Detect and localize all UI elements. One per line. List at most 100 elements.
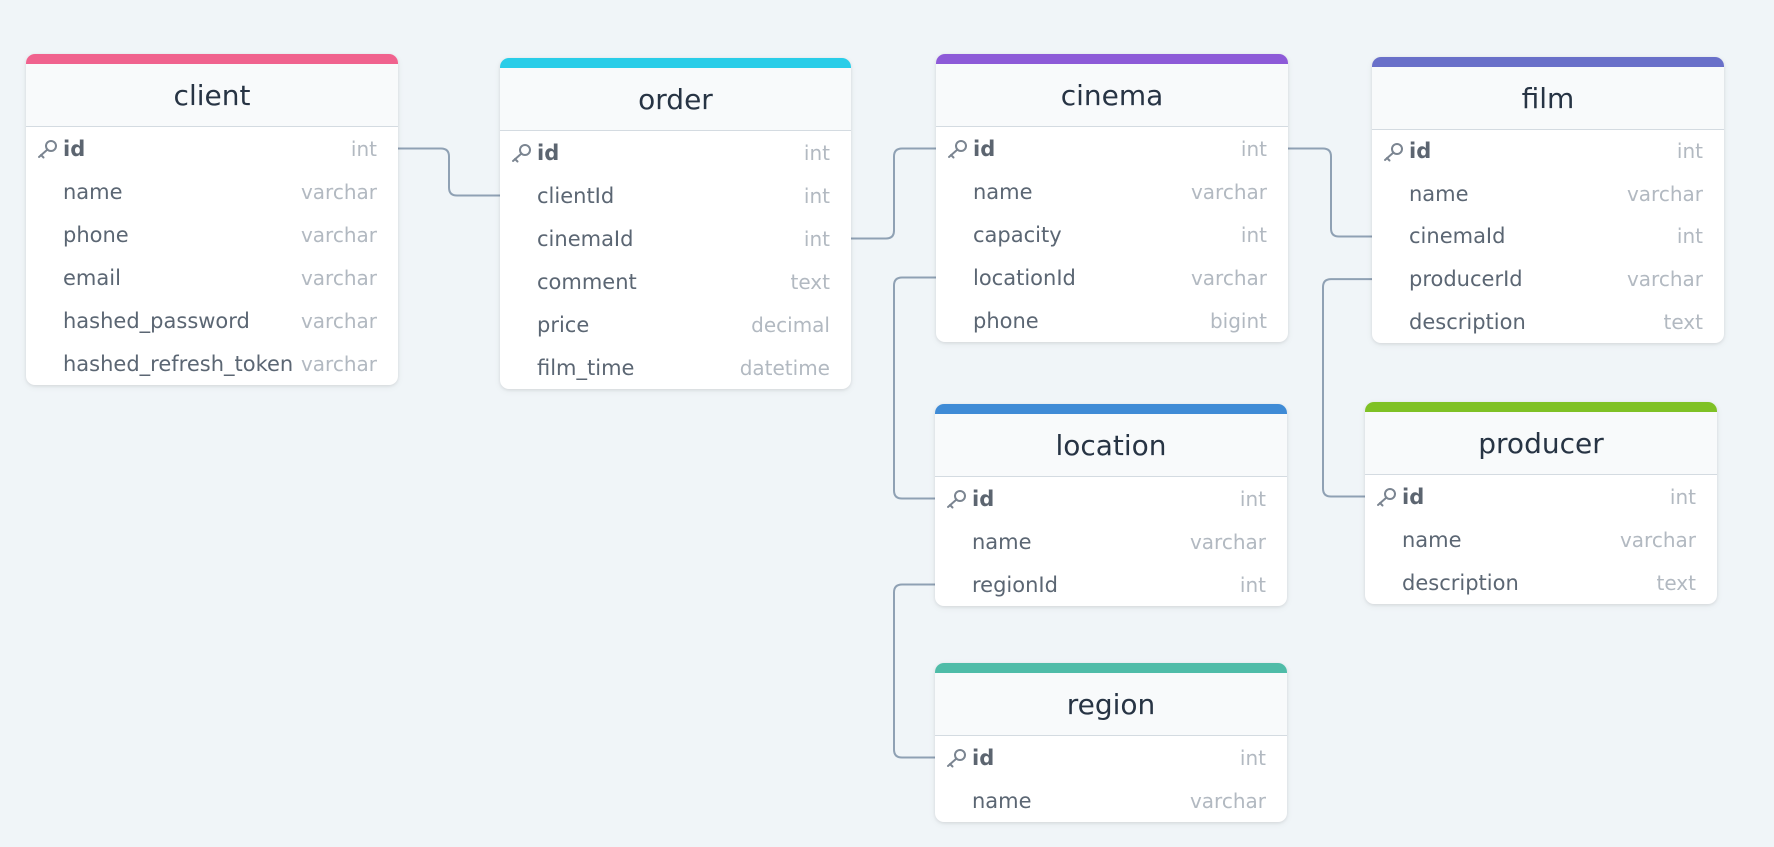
field-name: id bbox=[1409, 139, 1432, 164]
field-type: datetime bbox=[739, 355, 830, 380]
field-type: text bbox=[1663, 309, 1703, 334]
field-row-id[interactable]: id int bbox=[26, 127, 398, 170]
relation-client-order[interactable] bbox=[398, 147, 500, 197]
key-icon bbox=[1382, 142, 1404, 162]
field-name: name bbox=[972, 788, 1032, 813]
field-name: description bbox=[1409, 309, 1526, 334]
table-header[interactable]: cinema bbox=[936, 54, 1288, 127]
field-type: int bbox=[803, 140, 830, 165]
field-name: id bbox=[973, 136, 996, 161]
table-title: client bbox=[173, 78, 251, 112]
field-row-phone[interactable]: phone varchar bbox=[26, 213, 398, 256]
field-type: int bbox=[1239, 486, 1266, 511]
field-name: name bbox=[63, 179, 123, 204]
field-type: varchar bbox=[300, 351, 377, 376]
field-name: clientId bbox=[537, 183, 615, 208]
table-title: region bbox=[1066, 687, 1156, 721]
table-header[interactable]: location bbox=[935, 404, 1287, 477]
field-type: varchar bbox=[300, 265, 377, 290]
field-type: int bbox=[1239, 745, 1266, 770]
field-name: id bbox=[972, 486, 995, 511]
key-icon bbox=[1375, 487, 1397, 507]
field-name: hashed_password bbox=[63, 308, 250, 333]
field-type: varchar bbox=[1619, 527, 1696, 552]
field-row-id[interactable]: id int bbox=[936, 127, 1288, 170]
field-type: int bbox=[1669, 484, 1696, 509]
field-row-description[interactable]: description text bbox=[1372, 300, 1724, 343]
field-row-id[interactable]: id int bbox=[935, 477, 1287, 520]
key-icon bbox=[945, 748, 967, 768]
field-type: varchar bbox=[1626, 181, 1703, 206]
field-row-id[interactable]: id int bbox=[935, 736, 1287, 779]
relation-cinema-location[interactable] bbox=[893, 276, 936, 500]
field-name: producerId bbox=[1409, 267, 1523, 292]
field-name: phone bbox=[63, 222, 129, 247]
field-type: bigint bbox=[1209, 308, 1267, 333]
relation-cinema-film[interactable] bbox=[1288, 147, 1372, 238]
field-row-film_time[interactable]: film_time datetime bbox=[500, 346, 851, 389]
field-row-clientId[interactable]: clientId int bbox=[500, 174, 851, 217]
field-row-regionId[interactable]: regionId int bbox=[935, 563, 1287, 606]
field-name: cinemaId bbox=[1409, 224, 1506, 249]
field-row-id[interactable]: id int bbox=[1365, 475, 1717, 518]
field-name: comment bbox=[537, 269, 637, 294]
field-type: varchar bbox=[300, 179, 377, 204]
field-type: int bbox=[803, 183, 830, 208]
field-type: int bbox=[1239, 572, 1266, 597]
field-type: int bbox=[1240, 136, 1267, 161]
field-name: capacity bbox=[973, 222, 1062, 247]
field-type: int bbox=[803, 226, 830, 251]
field-name: id bbox=[972, 745, 995, 770]
field-type: int bbox=[350, 136, 377, 161]
relation-location-region[interactable] bbox=[893, 583, 935, 759]
field-row-phone[interactable]: phone bigint bbox=[936, 299, 1288, 342]
table-header[interactable]: order bbox=[500, 58, 851, 131]
table-header[interactable]: film bbox=[1372, 57, 1724, 130]
field-name: id bbox=[63, 136, 86, 161]
key-icon bbox=[510, 143, 532, 163]
field-name: phone bbox=[973, 308, 1039, 333]
relation-order-cinema[interactable] bbox=[851, 147, 936, 240]
table-header[interactable]: client bbox=[26, 54, 398, 127]
table-header[interactable]: producer bbox=[1365, 402, 1717, 475]
field-name: regionId bbox=[972, 572, 1058, 597]
field-type: text bbox=[1656, 570, 1696, 595]
field-name: film_time bbox=[537, 355, 635, 380]
field-name: locationId bbox=[973, 265, 1076, 290]
table-title: location bbox=[1055, 428, 1167, 462]
field-name: name bbox=[973, 179, 1033, 204]
field-type: varchar bbox=[300, 222, 377, 247]
field-row-name[interactable]: name varchar bbox=[26, 170, 398, 213]
field-row-cinemaId[interactable]: cinemaId int bbox=[500, 217, 851, 260]
field-name: cinemaId bbox=[537, 226, 634, 251]
table-header[interactable]: region bbox=[935, 663, 1287, 736]
table-title: film bbox=[1521, 81, 1575, 115]
field-name: id bbox=[1402, 484, 1425, 509]
field-type: decimal bbox=[751, 312, 830, 337]
